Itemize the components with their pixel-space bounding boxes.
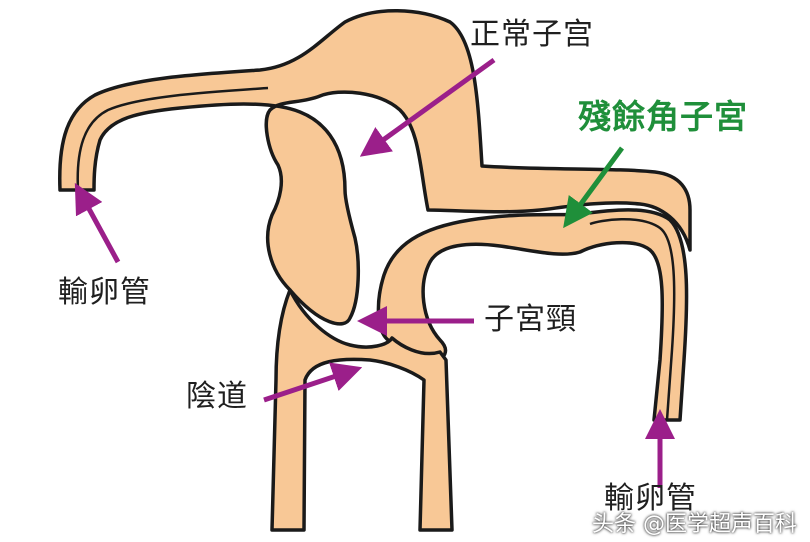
normal-uterus-body xyxy=(58,9,692,326)
arrow-vagina xyxy=(263,362,363,403)
arrow-residual-horn xyxy=(563,146,625,229)
arrow-oviduct-left xyxy=(74,182,121,264)
label-oviduct-left: 輸卵管 xyxy=(58,275,151,310)
label-cervix: 子宮頸 xyxy=(484,302,577,337)
cervix-vagina xyxy=(270,288,454,532)
arrow-normal-uterus xyxy=(359,57,496,157)
watermark-text: 头条 @医学超声百科 xyxy=(592,512,797,537)
label-residual-horn: 殘餘角子宮 xyxy=(578,97,748,136)
left-oviduct-inner-line xyxy=(76,86,269,191)
residual-horn-tube xyxy=(376,208,689,422)
right-oviduct-inner-line xyxy=(589,218,676,421)
label-normal-uterus: 正常子宫 xyxy=(470,17,594,52)
label-vagina: 陰道 xyxy=(186,379,248,414)
label-oviduct-right: 輸卵管 xyxy=(604,481,697,516)
